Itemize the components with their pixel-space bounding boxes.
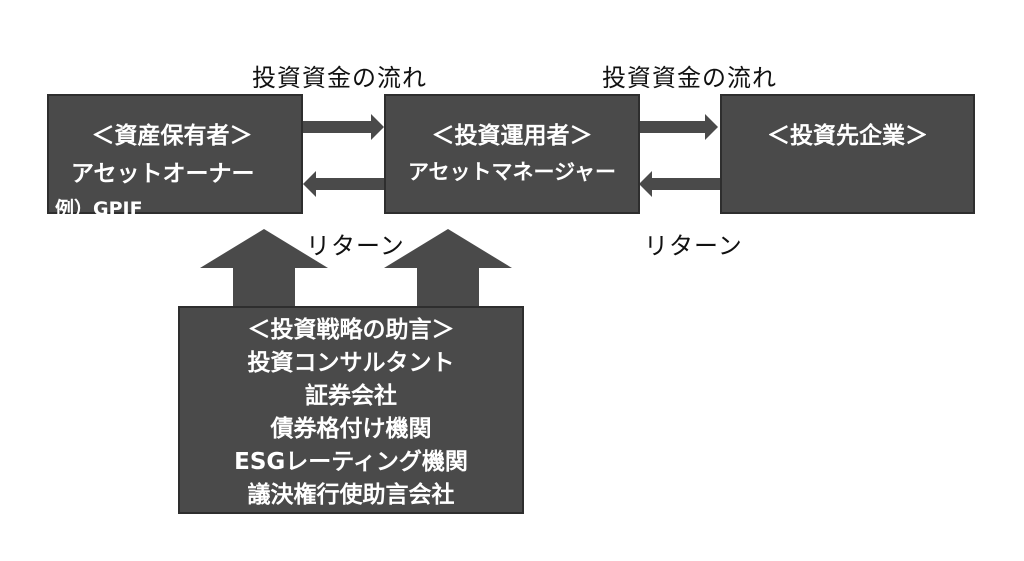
advisor-item: 証券会社 [305,383,397,409]
asset-manager-role: アセットマネージャー [407,160,617,184]
arrow-owner-to-manager [303,114,384,140]
arrow-advisors-to-owner [200,229,328,306]
asset-manager-box: ＜投資運用者＞ アセットマネージャー [384,94,640,214]
advisors-title: ＜投資戦略の助言＞ [247,317,455,343]
advisor-item: ESGレーティング機関 [234,449,468,475]
advisor-item: 投資コンサルタント [247,350,455,376]
asset-owner-role: アセットオーナー [71,161,255,187]
advisor-item: 債券格付け機関 [270,416,432,442]
arrow-advisors-to-manager [384,229,512,306]
asset-owner-box: ＜資産保有者＞ アセットオーナー 例）GPIF [47,94,303,220]
investment-flow-label-1: 投資資金の流れ [252,64,427,92]
asset-owner-title: ＜資産保有者＞ [91,123,253,149]
asset-manager-title: ＜投資運用者＞ [431,123,593,149]
advisor-item: 議決権行使助言会社 [247,482,455,508]
advisors-box: ＜投資戦略の助言＞ 投資コンサルタント 証券会社 債券格付け機関 ESGレーティ… [178,306,524,514]
return-label-1: リターン [306,232,405,260]
arrow-manager-to-owner [303,171,384,197]
arrow-manager-to-investee [637,114,718,140]
investee-title: ＜投資先企業＞ [767,123,928,149]
investee-box: ＜投資先企業＞ [720,94,975,214]
arrow-investee-to-manager [639,171,720,197]
asset-owner-example: 例）GPIF [55,198,143,220]
return-label-2: リターン [644,232,743,260]
investment-flow-label-2: 投資資金の流れ [602,64,777,92]
